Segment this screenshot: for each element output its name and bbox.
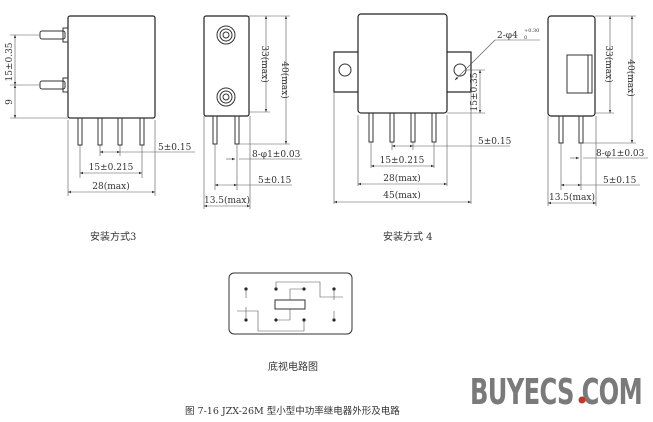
- dim-pin-pitch: 5±0.15: [478, 137, 512, 147]
- hole-label: 2-φ4: [497, 31, 518, 41]
- dim-flange-width: 45(max): [383, 190, 420, 201]
- side-pin-dia: 8-φ1±0.03: [252, 150, 301, 160]
- dim-pin-pitch: 5±0.15: [158, 143, 192, 153]
- side-pin-dia: 8-φ1±0.03: [596, 149, 645, 159]
- caption-circuit: 底视电路图: [268, 360, 318, 373]
- hole-tol-upper: +0.30: [524, 28, 539, 34]
- pins: [77, 117, 145, 146]
- dim-pin-span: 15±0.215: [89, 163, 134, 173]
- mounting-hole: [338, 63, 352, 77]
- side-height-body: 33(max): [603, 45, 614, 82]
- side-depth: 13.5(max): [204, 195, 250, 206]
- caption-mount4: 安装方式 4: [383, 230, 433, 243]
- side-height-total: 40(max): [625, 59, 636, 96]
- side-depth: 13.5(max): [549, 192, 595, 203]
- side-height-body: 33(max): [259, 45, 270, 82]
- side-pin-pitch: 5±0.15: [603, 176, 637, 186]
- watermark-logo: BUYECS COM: [470, 372, 643, 413]
- mount4-front-view: 2-φ4 +0.30 0 15±0.35 5±0.15 15±0.215 28(…: [333, 13, 540, 204]
- dim-hole-height: 15±0.35: [470, 72, 480, 111]
- mount3-side-view: 33(max) 40(max) 8-φ1±0.03 5±0.15 13.5(ma…: [203, 15, 302, 209]
- caption-mount3: 安装方式3: [90, 230, 136, 243]
- mounting-stud: [39, 27, 69, 43]
- threaded-hole: [216, 25, 236, 45]
- side-height-total: 40(max): [279, 61, 290, 98]
- coil: [274, 299, 306, 310]
- hole-tol-lower: 0: [524, 35, 527, 41]
- dim-stud-bottom: 9: [5, 99, 15, 105]
- dim-pin-span: 15±0.215: [380, 156, 425, 166]
- mount4-side-view: 33(max) 40(max) 8-φ1±0.03 5±0.15 13.5(ma…: [547, 15, 648, 206]
- side-pin-pitch: 5±0.15: [258, 176, 292, 186]
- dim-width: 28(max): [383, 173, 420, 184]
- svg-text:BUYECS COM: BUYECS COM: [470, 372, 642, 413]
- mount3-front-view: 15±0.35 9 5±0.15 15±0.215 28(max): [5, 15, 195, 196]
- dim-width: 28(max): [92, 181, 129, 192]
- figure-caption: 图 7-16 JZX-26M 型小型中功率继电器外形及电路: [185, 405, 400, 417]
- bottom-circuit-diagram: [228, 272, 353, 335]
- dim-stud-spacing: 15±0.35: [5, 42, 15, 81]
- mounting-stud: [39, 77, 69, 93]
- threaded-hole: [216, 87, 236, 107]
